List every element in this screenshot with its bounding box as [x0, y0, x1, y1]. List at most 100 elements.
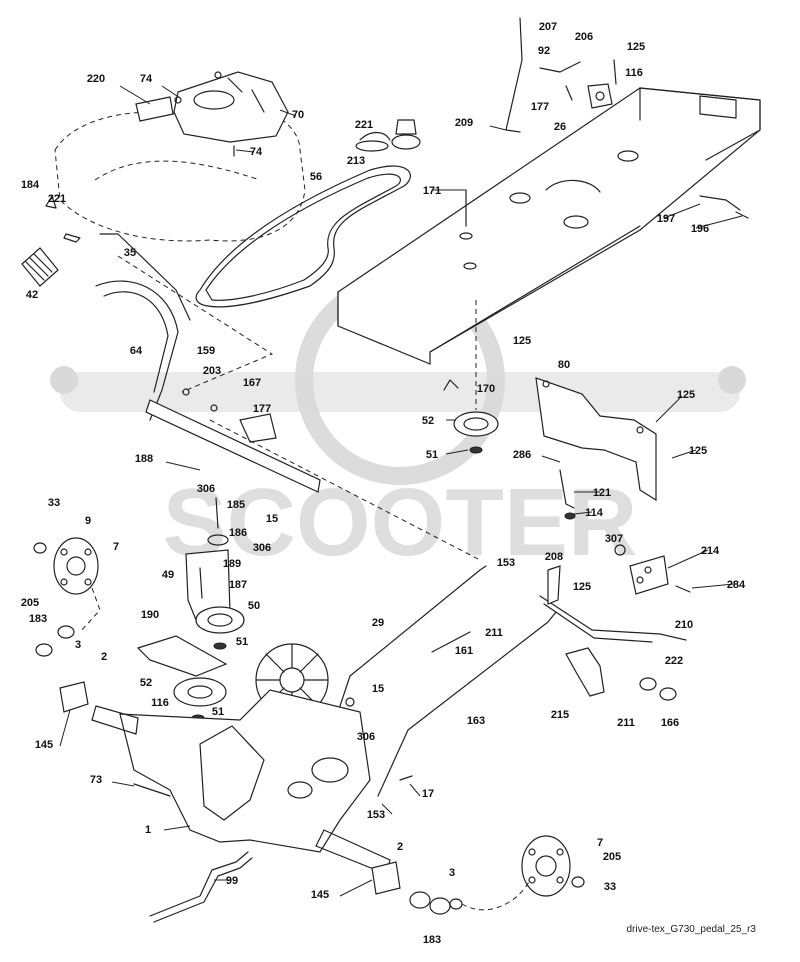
- part-callout-c-177a: 177: [253, 403, 271, 415]
- idler-arm: [185, 497, 245, 650]
- part-callout-c-215: 215: [551, 709, 569, 721]
- part-callout-c-203: 203: [203, 365, 221, 377]
- part-callout-c-73: 73: [90, 774, 102, 786]
- part-callout-c-197: 197: [657, 213, 675, 225]
- part-callout-c-209: 209: [455, 117, 473, 129]
- part-callout-c-42: 42: [26, 289, 38, 301]
- part-callout-c-121: 121: [593, 487, 611, 499]
- part-callout-c-171: 171: [423, 185, 441, 197]
- part-callout-c-187: 187: [229, 579, 247, 591]
- part-callout-c-205b: 205: [603, 851, 621, 863]
- part-callout-c-206: 206: [575, 31, 593, 43]
- leader-lines: [59, 85, 743, 897]
- part-callout-c-183b: 183: [423, 934, 441, 946]
- lift-lever: [95, 233, 481, 561]
- part-callout-c-3a: 3: [75, 639, 81, 651]
- part-callout-c-153a: 153: [367, 809, 385, 821]
- part-callout-c-56: 56: [310, 171, 322, 183]
- part-callout-c-188: 188: [135, 453, 153, 465]
- part-callout-c-125e: 125: [573, 581, 591, 593]
- hood-fender: [45, 71, 306, 243]
- part-callout-c-3b: 3: [449, 867, 455, 879]
- part-callout-c-170: 170: [477, 383, 495, 395]
- part-callout-c-145a: 145: [35, 739, 53, 751]
- part-callout-c-49: 49: [162, 569, 174, 581]
- part-callout-c-125d: 125: [689, 445, 707, 457]
- bypass-rod: [149, 851, 253, 923]
- watermark-text: SCOOTER: [163, 469, 638, 576]
- part-callout-c-220: 220: [87, 73, 105, 85]
- part-callout-c-50: 50: [248, 600, 260, 612]
- part-callout-c-307: 307: [605, 533, 623, 545]
- part-callout-c-184: 184: [21, 179, 40, 191]
- part-callout-c-9: 9: [85, 515, 91, 527]
- part-callout-c-177b: 177: [531, 101, 549, 113]
- part-callout-c-116b: 116: [625, 67, 643, 79]
- part-callout-c-2a: 2: [101, 651, 107, 663]
- part-callout-c-167: 167: [243, 377, 261, 389]
- part-callout-c-29: 29: [372, 617, 384, 629]
- wheel-hub-right: [371, 835, 585, 915]
- drive-belt: [195, 165, 411, 308]
- part-callout-c-7b: 7: [597, 837, 603, 849]
- handle-grip: [21, 247, 59, 287]
- part-callout-c-284: 284: [727, 579, 746, 591]
- part-callout-c-210: 210: [675, 619, 693, 631]
- part-callout-c-207: 207: [539, 21, 557, 33]
- part-callout-c-153b: 153: [497, 557, 515, 569]
- part-callout-c-35: 35: [124, 247, 136, 259]
- part-callout-c-74a: 74: [140, 73, 153, 85]
- part-callout-c-15b: 15: [372, 683, 384, 695]
- part-callout-c-306b: 306: [253, 542, 271, 554]
- part-callout-c-51c: 51: [426, 449, 438, 461]
- drawing-code: drive-tex_G730_pedal_25_r3: [626, 924, 756, 935]
- part-callout-c-92: 92: [538, 45, 550, 57]
- watermark: SCOOTER: [50, 275, 746, 576]
- part-callout-c-51b: 51: [212, 706, 224, 718]
- part-callout-c-52b: 52: [422, 415, 434, 427]
- part-callout-c-33b: 33: [604, 881, 616, 893]
- part-callout-c-26: 26: [554, 121, 566, 133]
- wheel-hub-left: [33, 537, 101, 713]
- part-callout-c-64: 64: [130, 345, 143, 357]
- part-callout-c-51a: 51: [236, 636, 248, 648]
- part-callout-c-222: 222: [665, 655, 683, 667]
- knob-set: [355, 119, 421, 152]
- part-callout-c-286: 286: [513, 449, 531, 461]
- pedal-assembly: [539, 469, 691, 701]
- part-callout-c-33a: 33: [48, 497, 60, 509]
- transaxle: [91, 689, 391, 875]
- guard-plate: [136, 635, 228, 677]
- part-callout-c-125c: 125: [677, 389, 695, 401]
- part-callout-c-221b: 221: [48, 193, 66, 205]
- part-callout-c-116a: 116: [151, 697, 169, 709]
- part-callout-c-70: 70: [292, 109, 304, 121]
- part-callout-c-306a: 306: [197, 483, 215, 495]
- part-callout-c-221a: 221: [355, 119, 373, 131]
- part-callout-c-7a: 7: [113, 541, 119, 553]
- part-callout-c-161: 161: [455, 645, 473, 657]
- part-callout-c-211b: 211: [617, 717, 635, 729]
- part-callout-c-2b: 2: [397, 841, 403, 853]
- pulley-upper: [453, 300, 499, 454]
- part-callout-c-1: 1: [145, 824, 151, 836]
- part-callout-c-185: 185: [227, 499, 245, 511]
- upper-linkages: [465, 17, 749, 227]
- part-callout-c-80: 80: [558, 359, 570, 371]
- part-callout-c-190: 190: [141, 609, 159, 621]
- part-callout-c-211a: 211: [485, 627, 503, 639]
- part-callout-c-196: 196: [691, 223, 709, 235]
- part-callout-c-186: 186: [229, 527, 247, 539]
- part-callout-c-208: 208: [545, 551, 563, 563]
- part-callout-c-159: 159: [197, 345, 215, 357]
- mount-bracket: [443, 377, 657, 502]
- part-callout-c-74b: 74: [250, 146, 263, 158]
- part-callout-c-213: 213: [347, 155, 365, 167]
- part-callout-c-52a: 52: [140, 677, 152, 689]
- frame: [337, 87, 761, 365]
- part-callout-c-163: 163: [467, 715, 485, 727]
- part-callout-c-166: 166: [661, 717, 679, 729]
- control-rods: [339, 565, 557, 797]
